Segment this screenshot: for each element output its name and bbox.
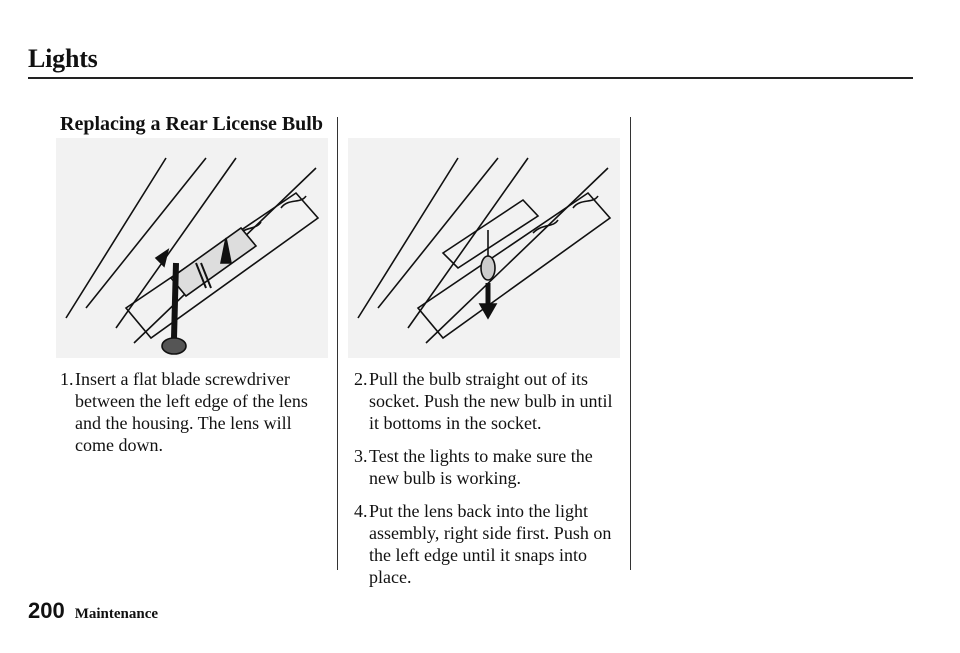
footer-section: Maintenance <box>74 606 159 622</box>
step-2: 2. Pull the bulb straight out of its soc… <box>354 369 613 433</box>
header-rule <box>28 77 913 79</box>
step-1: 1. Insert a flat blade screwdriver betwe… <box>60 369 308 455</box>
section-title: Lights <box>28 44 98 73</box>
bulb-removal-illustration <box>348 138 620 358</box>
page-number: 200 <box>28 598 65 623</box>
step-3: 3. Test the lights to make sure the new … <box>354 446 593 488</box>
screwdriver-lens-removal-illustration <box>56 138 328 358</box>
column-divider-left <box>337 117 338 570</box>
page-footer: 200 Maintenance <box>28 598 158 624</box>
column-divider-right <box>630 117 631 570</box>
step-4: 4. Put the lens back into the light asse… <box>354 501 612 587</box>
procedure-title: Replacing a Rear License Bulb <box>60 113 323 135</box>
